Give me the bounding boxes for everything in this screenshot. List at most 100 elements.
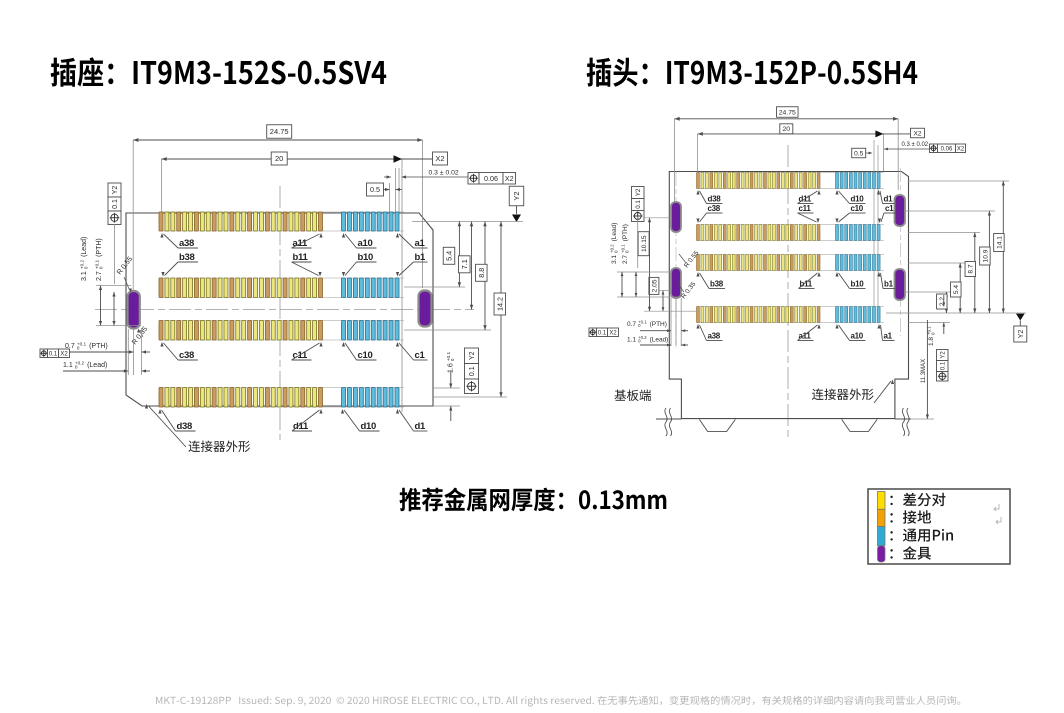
svg-text:1.1: 1.1 <box>63 362 73 369</box>
svg-text:1.1: 1.1 <box>627 337 636 344</box>
svg-text:Y2: Y2 <box>112 186 119 195</box>
svg-text:Y2: Y2 <box>469 351 476 360</box>
svg-text:c38: c38 <box>708 204 721 213</box>
svg-text:(Lead): (Lead) <box>81 237 88 257</box>
svg-text:+0.2: +0.2 <box>610 244 615 253</box>
svg-text:+0.2: +0.2 <box>638 335 647 340</box>
svg-text:c11: c11 <box>293 350 308 361</box>
svg-text:0: 0 <box>84 266 89 269</box>
svg-text:0.1: 0.1 <box>635 200 642 209</box>
svg-text:0.7: 0.7 <box>65 343 75 350</box>
svg-text:(PTH): (PTH) <box>89 343 108 350</box>
svg-text:0: 0 <box>638 323 641 328</box>
svg-text:(PTH): (PTH) <box>650 321 667 328</box>
svg-text:3.1: 3.1 <box>81 271 88 281</box>
svg-text:d38: d38 <box>177 421 192 432</box>
svg-text:0: 0 <box>613 250 618 253</box>
svg-text:10.15: 10.15 <box>641 235 648 252</box>
svg-text:0.1: 0.1 <box>49 351 58 357</box>
svg-text:c1: c1 <box>415 350 426 361</box>
svg-text:1.8: 1.8 <box>928 337 935 346</box>
svg-text:a10: a10 <box>358 238 373 249</box>
svg-text:2.05: 2.05 <box>651 279 658 292</box>
svg-text:2.2: 2.2 <box>939 297 946 306</box>
svg-text:0: 0 <box>624 250 629 253</box>
svg-text:0.06: 0.06 <box>484 174 498 183</box>
svg-text:b1: b1 <box>884 280 894 289</box>
svg-text:24.75: 24.75 <box>270 127 289 136</box>
svg-text:a38: a38 <box>179 238 194 249</box>
svg-text:(Lead): (Lead) <box>650 337 669 344</box>
svg-text:3.1: 3.1 <box>611 255 618 264</box>
svg-text:+0.1: +0.1 <box>638 320 647 325</box>
svg-text:14.2: 14.2 <box>495 297 504 311</box>
svg-text:14.1: 14.1 <box>996 236 1003 249</box>
svg-text:7.1: 7.1 <box>460 259 469 269</box>
svg-text:d1: d1 <box>415 421 427 432</box>
svg-text:a1: a1 <box>415 238 426 249</box>
svg-text:0: 0 <box>930 332 935 335</box>
svg-text:0.5: 0.5 <box>854 150 863 157</box>
svg-text:0.1: 0.1 <box>940 361 946 370</box>
svg-text:20: 20 <box>275 154 283 163</box>
svg-text:0.1: 0.1 <box>598 330 607 336</box>
svg-text:a1: a1 <box>884 332 893 341</box>
svg-text:Y2: Y2 <box>1018 330 1025 339</box>
svg-text:c10: c10 <box>358 350 373 361</box>
svg-text:+0.1: +0.1 <box>446 352 451 362</box>
svg-text:+0.1: +0.1 <box>927 326 932 335</box>
svg-text:0: 0 <box>77 345 80 350</box>
svg-text:b10: b10 <box>358 252 373 263</box>
svg-text:(Lead): (Lead) <box>87 362 107 369</box>
svg-text:11.3MAX: 11.3MAX <box>921 359 927 383</box>
svg-text:X2: X2 <box>60 351 68 357</box>
svg-text:d10: d10 <box>851 195 865 204</box>
svg-text:c11: c11 <box>799 204 812 213</box>
svg-text:X2: X2 <box>609 330 617 336</box>
svg-text:0: 0 <box>99 266 104 269</box>
svg-text:b10: b10 <box>851 280 865 289</box>
svg-text:0.3 ± 0.02: 0.3 ± 0.02 <box>429 170 459 177</box>
svg-text:d10: d10 <box>361 421 376 432</box>
svg-text:c10: c10 <box>851 204 864 213</box>
svg-text:(PTH): (PTH) <box>622 224 629 241</box>
svg-text:8.7: 8.7 <box>968 264 975 273</box>
svg-text:d11: d11 <box>293 421 309 432</box>
svg-text:d38: d38 <box>708 195 722 204</box>
svg-text:c1: c1 <box>885 204 894 213</box>
svg-text:24.75: 24.75 <box>779 109 796 116</box>
svg-text:d1: d1 <box>884 195 894 204</box>
svg-text:0.3 ± 0.02: 0.3 ± 0.02 <box>902 142 929 148</box>
svg-text:2.7: 2.7 <box>622 255 629 264</box>
svg-text:0.06: 0.06 <box>941 146 953 152</box>
svg-text:c38: c38 <box>179 350 194 361</box>
svg-text:X2: X2 <box>435 154 444 163</box>
svg-text:0.5: 0.5 <box>370 185 380 194</box>
svg-text:a38: a38 <box>708 332 721 341</box>
svg-text:0.7: 0.7 <box>627 321 636 328</box>
svg-text:X2: X2 <box>957 146 965 152</box>
svg-text:+0.2: +0.2 <box>75 360 85 365</box>
svg-text:0.1: 0.1 <box>469 366 476 376</box>
svg-text:8.8: 8.8 <box>477 268 486 278</box>
svg-text:2.7: 2.7 <box>96 271 103 281</box>
svg-text:a10: a10 <box>851 332 864 341</box>
svg-text:0: 0 <box>75 364 78 369</box>
svg-text:1.6: 1.6 <box>448 363 455 373</box>
svg-text:0: 0 <box>450 358 455 361</box>
svg-text:+0.1: +0.1 <box>621 244 626 253</box>
svg-text:+0.2: +0.2 <box>79 260 84 270</box>
svg-text:X2: X2 <box>913 130 921 137</box>
svg-text:b1: b1 <box>415 252 427 263</box>
svg-text:20: 20 <box>783 126 791 133</box>
svg-text:a11: a11 <box>799 332 812 341</box>
svg-text:+0.1: +0.1 <box>77 341 87 346</box>
svg-text:5.4: 5.4 <box>445 251 454 261</box>
svg-text:b38: b38 <box>710 280 724 289</box>
svg-text:b11: b11 <box>800 280 813 289</box>
svg-text:5.4: 5.4 <box>953 285 960 294</box>
svg-text:X2: X2 <box>505 174 514 183</box>
svg-text:0.1: 0.1 <box>112 199 119 209</box>
svg-text:Y2: Y2 <box>940 351 946 359</box>
svg-text:0: 0 <box>638 339 641 344</box>
